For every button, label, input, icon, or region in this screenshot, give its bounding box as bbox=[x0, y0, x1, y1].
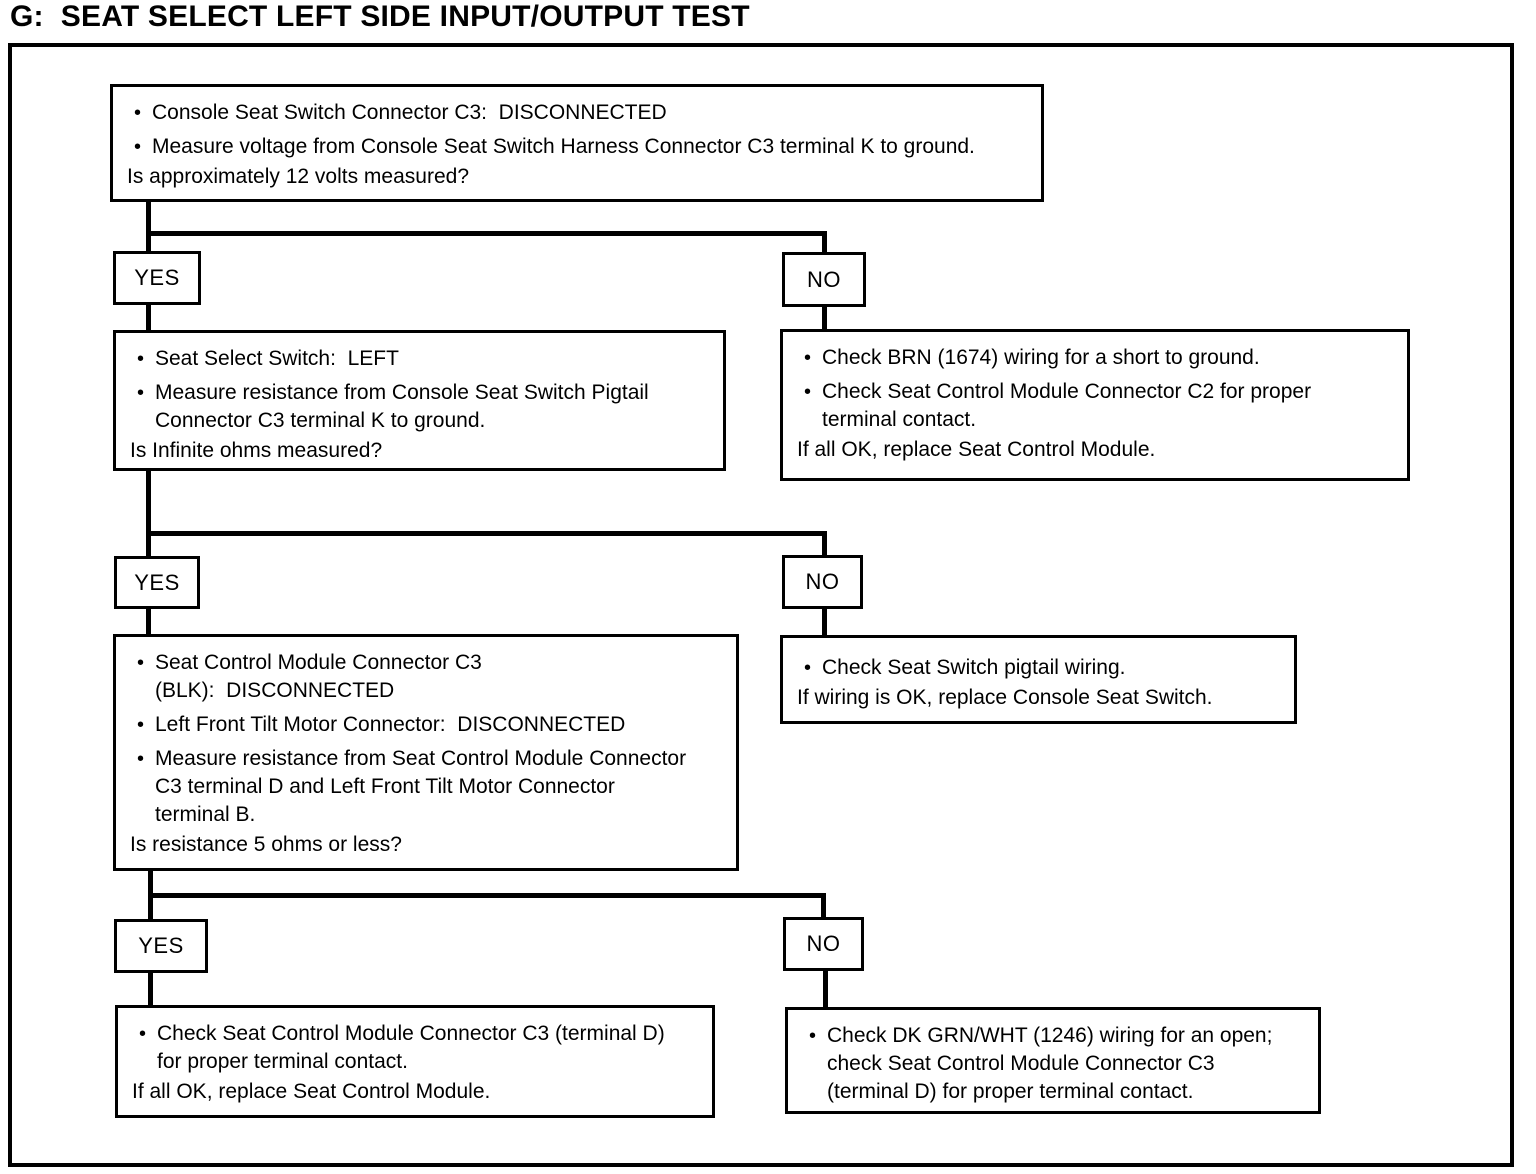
yes-label-box-3: YES bbox=[114, 919, 208, 973]
connector-no2-to-result bbox=[822, 608, 827, 636]
bullet-text: Measure resistance from Seat Control Mod… bbox=[155, 747, 687, 826]
result-footer-text: If wiring is OK, replace Console Seat Sw… bbox=[797, 686, 1213, 709]
connector-yes3-to-result bbox=[148, 972, 153, 1006]
bullet-icon: • bbox=[804, 657, 812, 679]
page-title: G: SEAT SELECT LEFT SIDE INPUT/OUTPUT TE… bbox=[10, 0, 750, 33]
bullet-text: Check Seat Control Module Connector C2 f… bbox=[822, 380, 1312, 431]
bullet-item: • Measure resistance from Console Seat S… bbox=[130, 379, 707, 435]
bullet-icon: • bbox=[804, 347, 812, 369]
bullet-text: Check Seat Control Module Connector C3 (… bbox=[157, 1022, 665, 1073]
yes-label: YES bbox=[134, 569, 180, 595]
question-text: Is Infinite ohms measured? bbox=[130, 439, 383, 462]
bullet-icon: • bbox=[137, 748, 145, 770]
bullet-text: Measure voltage from Console Seat Switch… bbox=[152, 135, 975, 158]
yes3-result-box: • Check Seat Control Module Connector C3… bbox=[115, 1005, 715, 1118]
connector-no3-to-result bbox=[823, 970, 828, 1008]
bullet-text: Seat Select Switch: LEFT bbox=[155, 347, 399, 370]
yes-label-box-2: YES bbox=[114, 556, 200, 609]
bullet-icon: • bbox=[139, 1023, 147, 1045]
connector-branch-1 bbox=[146, 231, 827, 236]
connector-q1-stem bbox=[146, 202, 151, 251]
connector-branch-2 bbox=[146, 531, 827, 536]
question-text: Is resistance 5 ohms or less? bbox=[130, 833, 402, 856]
no-label: NO bbox=[805, 569, 840, 594]
connector-yes2-to-q3 bbox=[146, 608, 151, 635]
bullet-item: • Left Front Tilt Motor Connector: DISCO… bbox=[130, 711, 720, 739]
flowchart-frame bbox=[8, 43, 1514, 1167]
result-footer-text: If all OK, replace Seat Control Module. bbox=[132, 1080, 491, 1103]
step1-question-box: • Console Seat Switch Connector C3: DISC… bbox=[110, 84, 1044, 202]
result-footer-text: If all OK, replace Seat Control Module. bbox=[797, 438, 1156, 461]
bullet-icon: • bbox=[134, 136, 142, 158]
step3-question-box: • Seat Control Module Connector C3 (BLK)… bbox=[113, 634, 739, 871]
no2-result-box: • Check Seat Switch pigtail wiring. If w… bbox=[780, 635, 1297, 724]
bullet-item: • Measure resistance from Seat Control M… bbox=[130, 745, 720, 829]
connector-no2-drop bbox=[822, 531, 827, 556]
bullet-item: • Seat Control Module Connector C3 (BLK)… bbox=[130, 649, 720, 705]
bullet-text: Left Front Tilt Motor Connector: DISCONN… bbox=[155, 713, 626, 736]
bullet-icon: • bbox=[137, 652, 145, 674]
bullet-icon: • bbox=[137, 382, 145, 404]
yes-label-box-1: YES bbox=[113, 251, 201, 305]
bullet-item: • Check Seat Control Module Connector C2… bbox=[797, 378, 1391, 434]
bullet-item: • Check BRN (1674) wiring for a short to… bbox=[797, 344, 1391, 372]
bullet-text: Check Seat Switch pigtail wiring. bbox=[822, 656, 1126, 679]
step2-question-box: • Seat Select Switch: LEFT • Measure res… bbox=[113, 330, 726, 471]
bullet-text: Check DK GRN/WHT (1246) wiring for an op… bbox=[827, 1024, 1273, 1103]
bullet-icon: • bbox=[809, 1025, 817, 1047]
bullet-text: Check BRN (1674) wiring for a short to g… bbox=[822, 346, 1260, 369]
no1-result-box: • Check BRN (1674) wiring for a short to… bbox=[780, 329, 1410, 481]
bullet-item: • Check Seat Switch pigtail wiring. bbox=[797, 654, 1278, 682]
connector-no1-drop bbox=[822, 231, 827, 252]
connector-no3-drop bbox=[821, 893, 826, 918]
connector-branch-3 bbox=[148, 893, 826, 898]
connector-no1-to-result bbox=[822, 306, 827, 330]
bullet-icon: • bbox=[134, 102, 142, 124]
bullet-item: • Measure voltage from Console Seat Swit… bbox=[127, 133, 1025, 161]
yes-label: YES bbox=[134, 265, 180, 290]
bullet-text: Measure resistance from Console Seat Swi… bbox=[155, 381, 649, 432]
bullet-icon: • bbox=[137, 714, 145, 736]
bullet-item: • Check DK GRN/WHT (1246) wiring for an … bbox=[802, 1022, 1302, 1106]
bullet-item: • Check Seat Control Module Connector C3… bbox=[132, 1020, 696, 1076]
no-label: NO bbox=[806, 931, 841, 956]
no-label-box-3: NO bbox=[783, 917, 864, 971]
bullet-icon: • bbox=[804, 381, 812, 403]
yes-label: YES bbox=[138, 933, 184, 958]
no3-result-box: • Check DK GRN/WHT (1246) wiring for an … bbox=[785, 1007, 1321, 1114]
bullet-text: Seat Control Module Connector C3 (BLK): … bbox=[155, 651, 482, 702]
no-label-box-2: NO bbox=[782, 555, 863, 609]
bullet-item: • Seat Select Switch: LEFT bbox=[130, 345, 707, 373]
no-label-box-1: NO bbox=[782, 252, 866, 307]
bullet-text: Console Seat Switch Connector C3: DISCON… bbox=[152, 101, 667, 124]
bullet-icon: • bbox=[137, 348, 145, 370]
question-text: Is approximately 12 volts measured? bbox=[127, 165, 469, 188]
bullet-item: • Console Seat Switch Connector C3: DISC… bbox=[127, 99, 1025, 127]
connector-q2-stem bbox=[146, 470, 151, 556]
connector-yes1-to-q2 bbox=[146, 304, 151, 331]
no-label: NO bbox=[807, 266, 841, 292]
